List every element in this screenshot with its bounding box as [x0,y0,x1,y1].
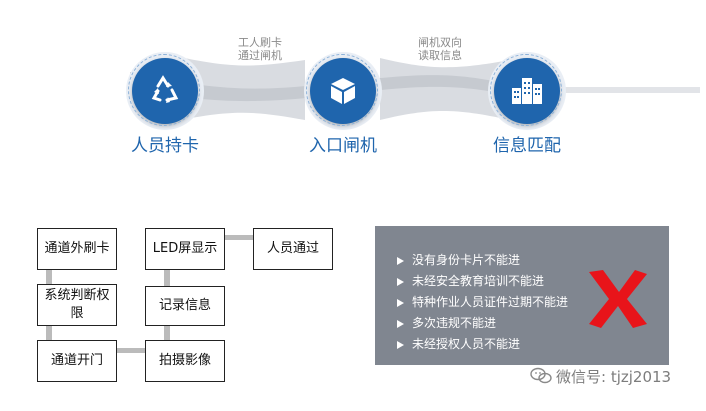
process-box-record: 记录信息 [145,286,225,326]
connector-line [46,326,52,340]
red-cross-icon [589,270,647,328]
connector-label-1: 工人刷卡 通过闸机 [238,36,282,62]
rule-item: 多次违规不能进 [397,314,496,331]
connector-line [164,270,170,286]
connector-label-2: 闸机双向 读取信息 [418,36,462,62]
process-box-pass: 人员通过 [253,228,333,270]
cube-icon [331,78,355,104]
triangle-bullet-icon [397,256,404,265]
step-2-label: 入口闸机 [309,136,377,156]
connector-line [164,326,170,340]
process-box-check: 系统判断权限 [37,284,117,326]
rule-item: 未经安全教育培训不能进 [397,272,544,289]
process-box-photo: 拍摄影像 [145,340,225,382]
rule-item: 未经授权人员不能进 [397,335,520,352]
flow-ribbon [130,55,700,122]
step-3-node [488,52,566,130]
rule-item: 特种作业人员证件过期不能进 [397,293,568,310]
triangle-bullet-icon [397,340,404,349]
process-box-swipe: 通道外刷卡 [37,228,117,270]
step-1-node [126,52,204,130]
rules-panel: 没有身份卡片不能进 未经安全教育培训不能进 特种作业人员证件过期不能进 多次违规… [375,226,669,365]
step-3-label: 信息匹配 [493,136,561,156]
step-1-label: 人员持卡 [131,136,199,156]
wechat-watermark: 微信号: tjzj2013 [530,366,671,389]
step-2-node [304,52,382,130]
triangle-bullet-icon [397,298,404,307]
connector-line [225,235,255,240]
rule-item: 没有身份卡片不能进 [397,251,520,268]
process-box-led: LED屏显示 [145,228,225,270]
buildings-icon [512,78,542,104]
triangle-bullet-icon [397,277,404,286]
connector-line [46,270,52,284]
triangle-bullet-icon [397,319,404,328]
process-box-open: 通道开门 [37,340,117,382]
connector-line [117,348,147,353]
recycle-icon [151,75,179,103]
wechat-icon [530,367,552,389]
